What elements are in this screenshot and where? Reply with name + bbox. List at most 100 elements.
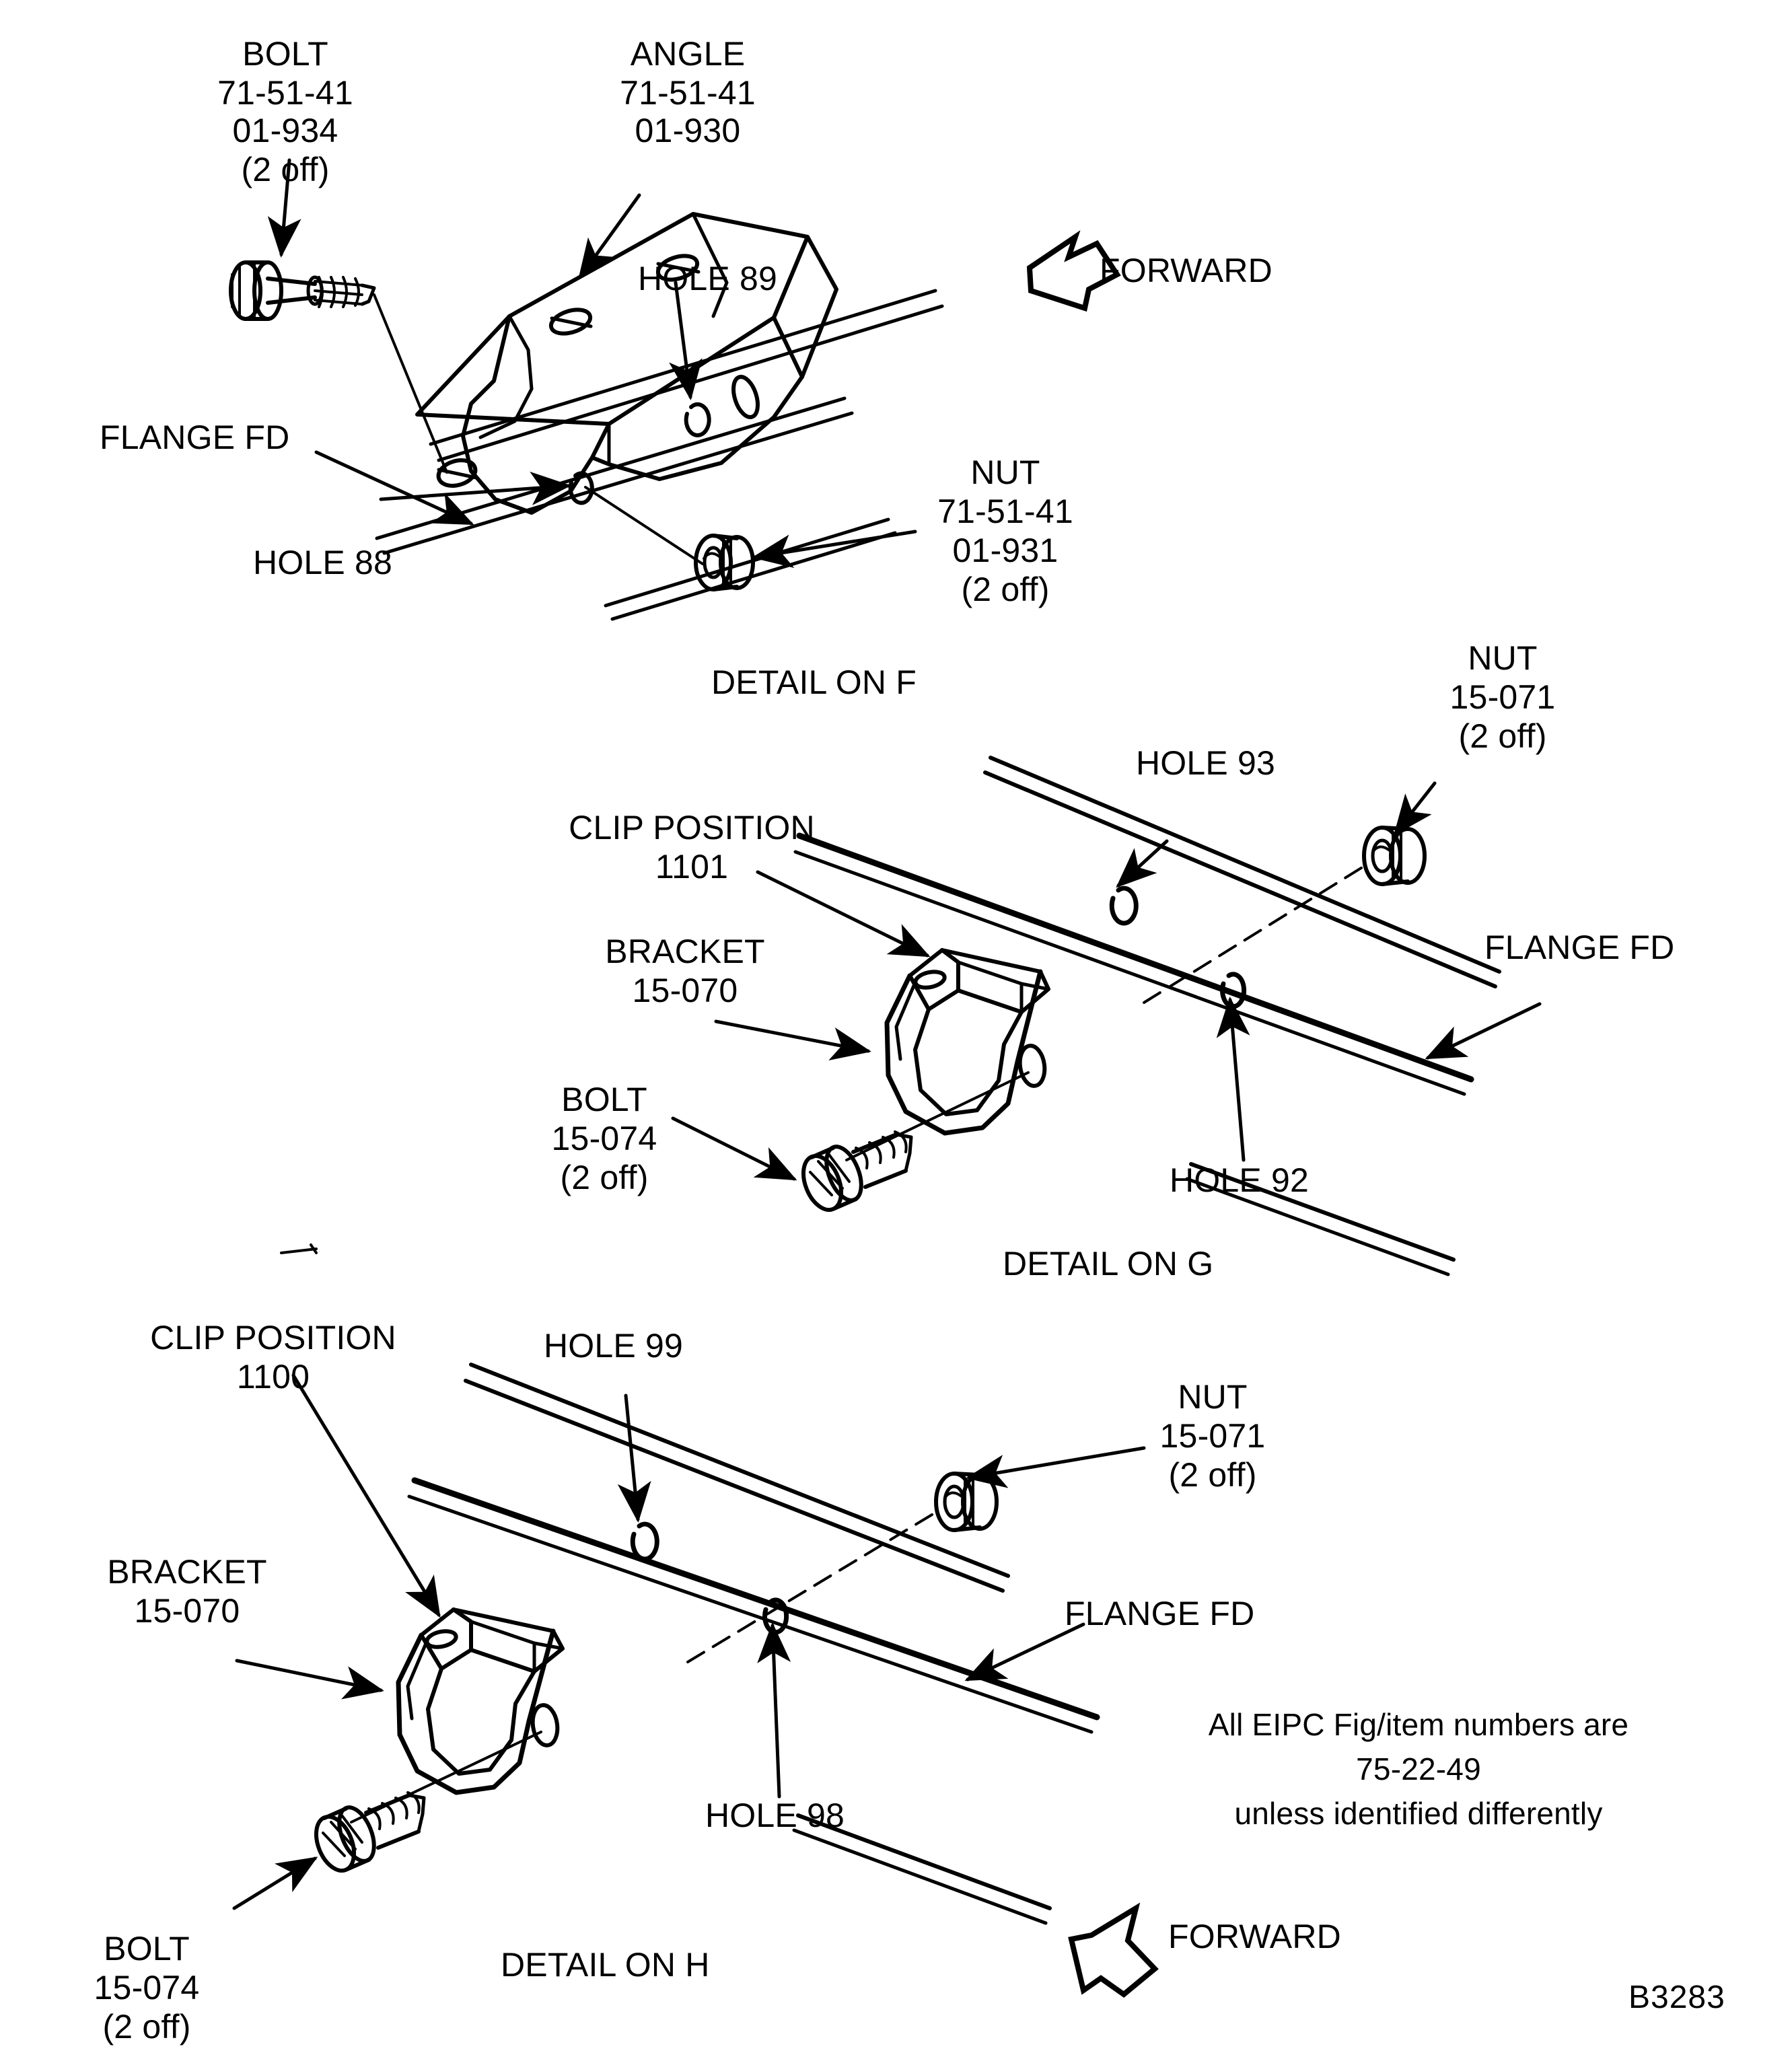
label-angle-detail-f: ANGLE [630, 35, 746, 73]
leader-bolt-f [267, 158, 301, 258]
label-bracket-detail-g: BRACKET [605, 933, 765, 970]
leader-angle-f [578, 193, 641, 281]
label-angle-part2-detail-f: 01-930 [635, 112, 741, 149]
label-bolt-detail-h: BOLT [104, 1930, 190, 1967]
label-clip-position-1100: CLIP POSITION [150, 1319, 396, 1357]
flange-fd-detail-f [375, 289, 944, 621]
label-bolt-part1-detail-f: 71-51-41 [217, 74, 353, 112]
label-flange-fd-detail-f: FLANGE FD [100, 419, 290, 456]
angle-hole-lower [436, 458, 478, 488]
forward-arrow-bottom [1068, 1902, 1159, 1998]
forward-arrow-top [1026, 230, 1121, 312]
note-line-3: unless identified differently [1234, 1796, 1603, 1831]
angle-hole-mid [548, 308, 593, 336]
label-flange-fd-detail-g: FLANGE FD [1484, 929, 1675, 966]
label-bolt-name: BOLT [242, 35, 328, 73]
label-hole-88: HOLE 88 [253, 544, 393, 581]
label-nut-detail-h: NUT [1178, 1378, 1248, 1416]
stray-tick-1 [280, 1248, 318, 1254]
nut-15-071-detail-h [934, 1472, 999, 1532]
bracket-h-top-hole [425, 1629, 458, 1649]
label-bolt-part-detail-h: 15-074 [94, 1969, 200, 2006]
note-line-1: All EIPC Fig/item numbers are [1208, 1707, 1629, 1742]
bolt-15-074-detail-h [314, 1791, 426, 1873]
leader-flange-g [1425, 1002, 1542, 1060]
bolt-15-074-detail-g [801, 1130, 913, 1213]
leader-hole98 [757, 1622, 791, 1799]
label-bolt-detail-g: BOLT [561, 1081, 647, 1118]
nut-15-071-detail-g [1362, 826, 1427, 886]
label-bolt-part-detail-g: 15-074 [551, 1120, 657, 1157]
leader-flange-h [964, 1622, 1085, 1682]
bolt-71-51-41-01-934 [229, 260, 376, 321]
stray-tick-2 [310, 1243, 318, 1254]
leader-hole92 [1216, 997, 1250, 1162]
label-bolt-qty-detail-g: (2 off) [560, 1159, 649, 1196]
leader-nut-h [966, 1446, 1146, 1488]
bracket-g-top-hole [913, 970, 947, 990]
caption-detail-g: DETAIL ON G [1003, 1245, 1214, 1282]
label-angle-part1-detail-f: 71-51-41 [620, 74, 756, 112]
label-nut-part-detail-h: 15-071 [1159, 1417, 1266, 1455]
label-hole-99: HOLE 99 [544, 1327, 684, 1365]
leader-clip-1101 [756, 870, 931, 957]
centreline-nut-h [686, 1511, 937, 1663]
label-clip-number-1100: 1100 [236, 1358, 310, 1396]
bracket-g-side-hole [1017, 1044, 1047, 1088]
leader-clip-1100 [291, 1373, 441, 1618]
caption-detail-h: DETAIL ON H [501, 1946, 710, 1984]
label-bolt-detail-f: BOLT [242, 34, 328, 75]
label-hole-93: HOLE 93 [1136, 744, 1276, 782]
label-nut-qty-detail-h: (2 off) [1168, 1456, 1257, 1494]
label-nut-qty-detail-g: (2 off) [1458, 717, 1547, 755]
angle-hole-flank [731, 375, 760, 419]
leader-bolt-g [671, 1116, 797, 1181]
label-clip-number-1101: 1101 [655, 848, 729, 885]
leader-hole89-f [669, 281, 703, 400]
label-bolt-qty-detail-h: (2 off) [102, 2008, 191, 2046]
leader-flange-f [314, 450, 474, 526]
label-forward-bottom: FORWARD [1168, 1918, 1341, 1955]
flange-fd-detail-h [407, 1363, 1100, 1925]
label-forward-top: FORWARD [1100, 252, 1273, 289]
angle-hole-upper [655, 254, 700, 282]
leader-bolt-h [232, 1856, 318, 1910]
bracket-15-070-detail-h [396, 1607, 565, 1795]
leader-bracket-g [714, 1019, 871, 1061]
angle-part-71-51-41-01-930 [415, 212, 838, 515]
label-nut-detail-g: NUT [1468, 639, 1538, 677]
hole-89-mark [684, 402, 711, 437]
flange-fd-detail-g [793, 756, 1501, 1276]
label-bracket-part-detail-h: 15-070 [134, 1592, 240, 1630]
leader-bracket-h [235, 1659, 384, 1700]
label-bolt-part2-detail-f: 01-934 [232, 112, 338, 149]
label-nut-detail-f: NUT [970, 454, 1040, 491]
label-nut-part-detail-g: 15-071 [1449, 678, 1556, 716]
label-flange-fd-detail-h: FLANGE FD [1065, 1595, 1255, 1632]
centreline-nut-f [584, 486, 704, 565]
figure-id: B3283 [1628, 1980, 1725, 2015]
bracket-h-side-hole [530, 1703, 560, 1747]
label-hole-89: HOLE 89 [638, 260, 778, 297]
leader-nut-g [1393, 781, 1437, 836]
centreline-bolt-g [845, 1071, 1030, 1161]
label-nut-part2-detail-f: 01-931 [952, 532, 1059, 569]
label-nut-qty-detail-f: (2 off) [961, 571, 1050, 608]
label-bracket-part-detail-g: 15-070 [632, 972, 738, 1009]
centreline-bolt-f [373, 293, 448, 474]
label-clip-position-1101: CLIP POSITION [569, 809, 815, 846]
caption-detail-f: DETAIL ON F [711, 663, 917, 701]
label-bolt-qty-detail-f: (2 off) [241, 151, 330, 188]
note-line-2: 75-22-49 [1356, 1751, 1481, 1786]
hole-99-mark [630, 1521, 659, 1562]
leader-hole93 [1116, 839, 1169, 888]
label-nut-part1-detail-f: 71-51-41 [937, 493, 1073, 530]
label-hole-92: HOLE 92 [1170, 1161, 1310, 1199]
label-bracket-detail-h: BRACKET [107, 1553, 267, 1591]
label-hole-98: HOLE 98 [705, 1797, 845, 1834]
bracket-15-070-detail-g [884, 948, 1050, 1136]
centreline-nut-g [1143, 865, 1365, 1004]
leader-hole88-f [379, 472, 571, 505]
hole-93-mark [1109, 885, 1139, 926]
